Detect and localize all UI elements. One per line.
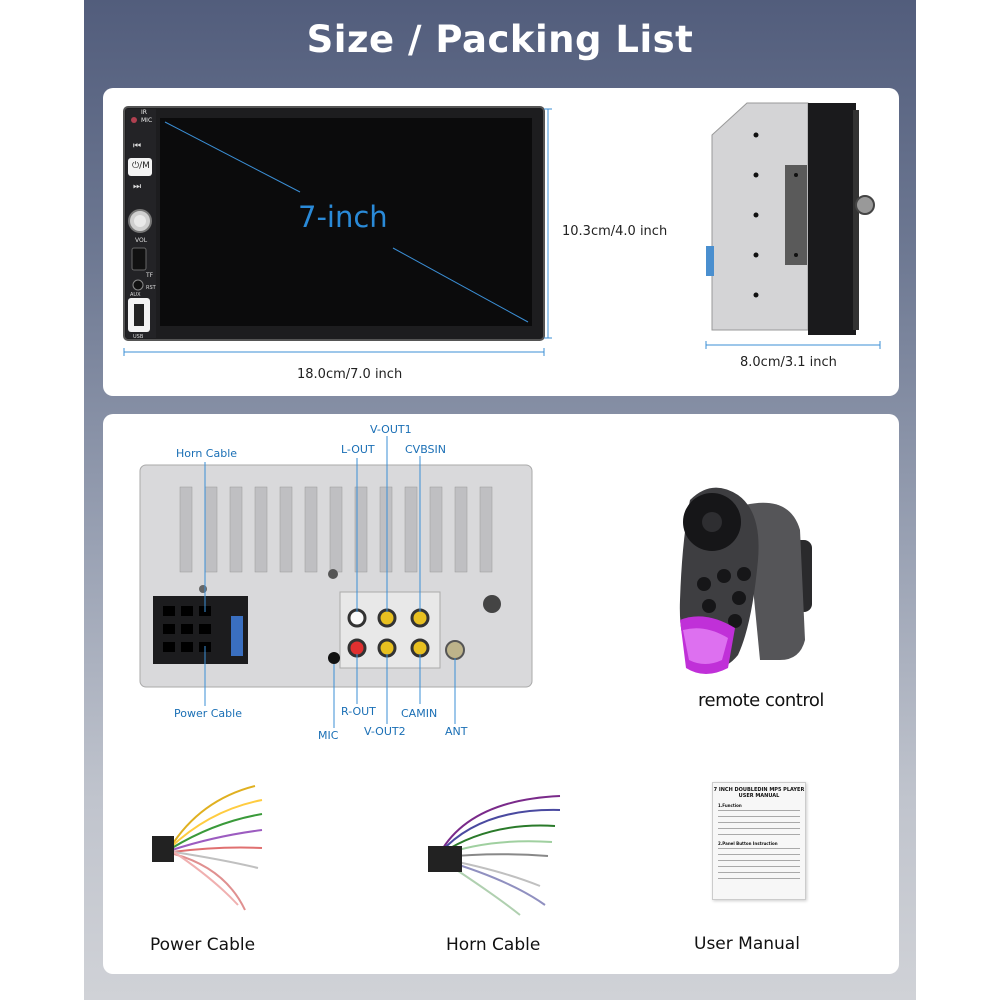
aux-label: AUX xyxy=(130,292,141,298)
manual-subtitle: USER MANUAL xyxy=(738,793,780,799)
depth-dimension: 8.0cm/3.1 inch xyxy=(740,355,837,370)
usb-label: USB xyxy=(133,334,144,340)
v-out1-label: V-OUT1 xyxy=(370,423,412,436)
power-mode-button: ⏻/M xyxy=(132,161,150,171)
ir-label: IR xyxy=(141,109,147,116)
height-dimension: 10.3cm/4.0 inch xyxy=(562,224,668,239)
ant-label: ANT xyxy=(445,725,468,738)
v-out2-label: V-OUT2 xyxy=(364,725,406,738)
r-out-label: R-OUT xyxy=(341,705,376,718)
tf-label: TF xyxy=(146,272,154,279)
mic-rear-label: MIC xyxy=(318,729,339,742)
horn-cable-caption: Horn Cable xyxy=(446,935,541,955)
horn-cable-port-label: Horn Cable xyxy=(176,447,238,460)
width-dimension: 18.0cm/7.0 inch xyxy=(297,367,403,382)
svg-text:⏭: ⏭ xyxy=(133,182,141,192)
l-out-label: L-OUT xyxy=(341,443,375,456)
user-manual-caption: User Manual xyxy=(694,934,800,954)
power-cable-caption: Power Cable xyxy=(150,935,256,955)
rst-label: RST xyxy=(146,285,156,291)
page-title: Size / Packing List xyxy=(306,18,694,61)
manual-section-panel: 2.Panel Button Instruction xyxy=(718,841,778,846)
user-manual-image: 7 INCH DOUBLEDIN MP5 PLAYER USER MANUAL … xyxy=(712,782,806,900)
svg-text:⏮: ⏮ xyxy=(133,141,141,151)
remote-control-caption: remote control xyxy=(698,690,824,711)
vol-label: VOL xyxy=(135,237,148,244)
power-cable-port-label: Power Cable xyxy=(174,707,242,720)
mic-front-label: MIC xyxy=(141,117,153,124)
camin-label: CAMIN xyxy=(401,707,438,720)
manual-section-function: 1.Function xyxy=(718,803,742,808)
cvbsin-label: CVBSIN xyxy=(405,443,447,456)
manual-title: 7 INCH DOUBLEDIN MP5 PLAYER xyxy=(713,787,805,793)
screen-size-label: 7-inch xyxy=(298,200,388,234)
